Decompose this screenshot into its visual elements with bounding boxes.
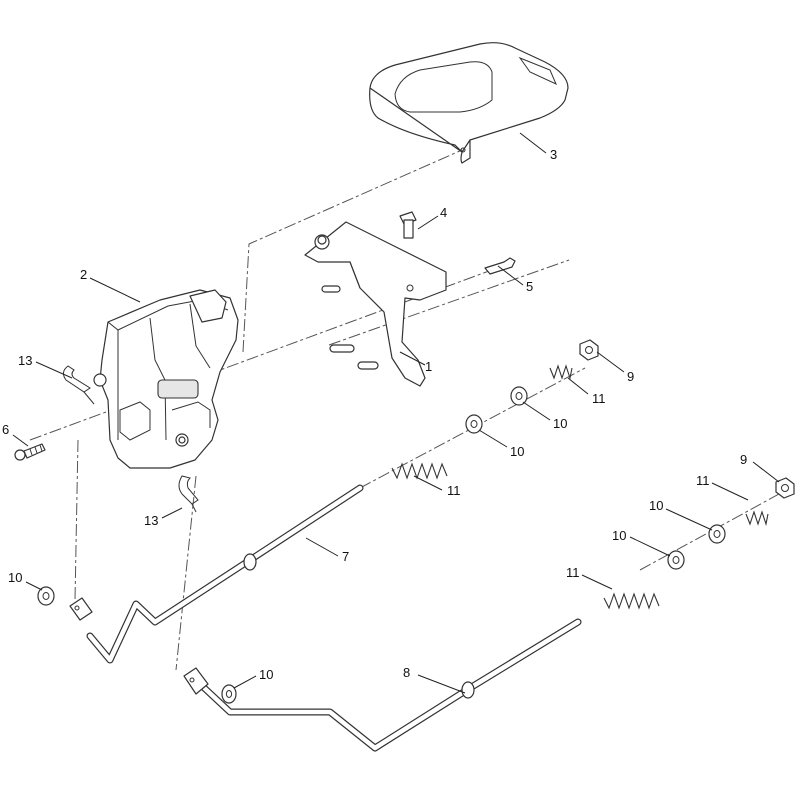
nut-lower: [775, 477, 795, 499]
callout-3: 3: [550, 147, 557, 162]
spring-small-upper: [549, 364, 573, 381]
spring-large-upper: [391, 462, 448, 480]
callout-6: 6: [2, 422, 9, 437]
washer-4: [221, 684, 237, 704]
callout-10-c: 10: [8, 570, 22, 585]
callout-9-upper: 9: [627, 369, 634, 384]
callout-10-f: 10: [612, 528, 626, 543]
washer-3: [37, 586, 55, 606]
spring-small-lower: [745, 510, 769, 527]
washer-2: [465, 414, 483, 434]
callout-1: 1: [425, 359, 432, 374]
washers: [37, 386, 726, 704]
nut-upper: [579, 339, 599, 361]
callout-4: 4: [440, 205, 447, 220]
part-13-clip-lower: [178, 475, 199, 513]
callout-10-e: 10: [649, 498, 663, 513]
callout-11-c: 11: [696, 473, 710, 488]
callout-8: 8: [403, 665, 410, 680]
part-1-bracket: [304, 221, 447, 387]
callout-11-d: 11: [566, 565, 580, 580]
part-2-actuator: [93, 289, 239, 469]
washer-6: [667, 550, 685, 570]
part-7-rod: [69, 484, 364, 664]
callout-2: 2: [80, 267, 87, 282]
washer-1: [510, 386, 528, 406]
washer-5: [708, 524, 726, 544]
callout-13-lower: 13: [144, 513, 158, 528]
callout-7: 7: [342, 549, 349, 564]
callout-13-upper: 13: [18, 353, 32, 368]
callout-11-a: 11: [592, 391, 606, 406]
callout-labels: 1 2 3 4 5 6 7 8 9 9 10 10 10 10 10 10 11…: [2, 147, 747, 682]
part-5-pin: [484, 257, 516, 275]
leader-lines: [12, 132, 780, 694]
part-3-cover: [369, 42, 569, 164]
part-13-clip-upper: [62, 365, 95, 405]
callout-11-b: 11: [447, 483, 461, 498]
nuts: [579, 339, 795, 499]
spring-large-lower: [603, 592, 660, 610]
springs: [391, 364, 769, 610]
callout-5: 5: [526, 279, 533, 294]
callout-10-d: 10: [259, 667, 273, 682]
callout-10-b: 10: [510, 444, 524, 459]
callout-9-lower: 9: [740, 452, 747, 467]
callout-10-a: 10: [553, 416, 567, 431]
part-6-screw: [14, 443, 46, 461]
part-4-bolt: [399, 211, 417, 239]
part-8-rod: [183, 618, 582, 752]
